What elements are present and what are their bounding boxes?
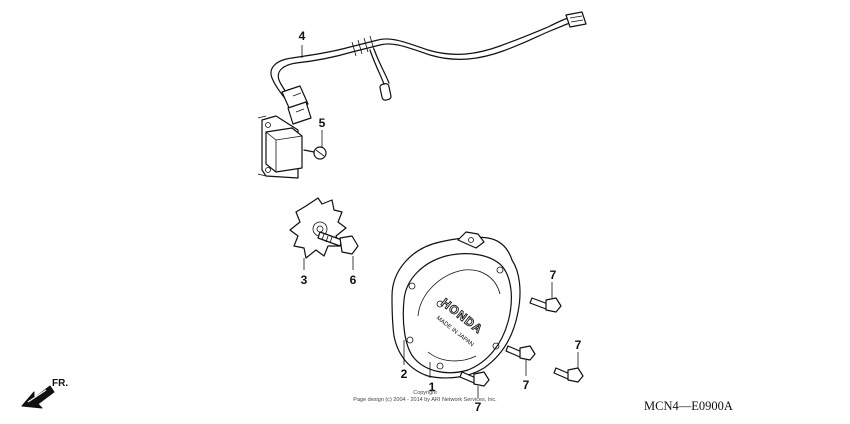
bolt-part-7-right[interactable] — [553, 367, 584, 383]
pulser-plate-part-3[interactable] — [289, 197, 347, 259]
copyright-line-1: Copyright — [413, 390, 437, 396]
callout-7-right[interactable]: 7 — [575, 338, 582, 352]
regulator-module[interactable] — [257, 115, 303, 179]
bolt-part-7-middle[interactable] — [505, 345, 536, 361]
callout-7-middle[interactable]: 7 — [523, 378, 530, 392]
callout-7-upper[interactable]: 7 — [550, 268, 557, 282]
callout-5[interactable]: 5 — [319, 116, 326, 130]
callout-7-lower[interactable]: 7 — [475, 400, 482, 414]
bolt-part-5[interactable] — [303, 146, 327, 160]
bolt-part-7-upper[interactable] — [529, 297, 562, 313]
callout-4[interactable]: 4 — [299, 29, 306, 43]
diagram-code: MCN4—E0900A — [644, 399, 733, 413]
copyright-line-2: Page design (c) 2004 - 2014 by ARI Netwo… — [353, 397, 497, 403]
bolt-part-7-lower[interactable] — [459, 371, 490, 387]
front-arrow-icon — [21, 385, 55, 409]
bolt-part-6[interactable] — [317, 231, 359, 255]
crankcase-cover[interactable]: HONDA MADE IN JAPAN — [391, 231, 521, 379]
callout-6[interactable]: 6 — [350, 273, 357, 287]
callout-1[interactable]: 1 — [429, 380, 436, 394]
leader-lines — [301, 45, 579, 398]
callout-3[interactable]: 3 — [301, 273, 308, 287]
front-label: FR. — [52, 378, 68, 389]
callout-2[interactable]: 2 — [401, 367, 408, 381]
wire-harness[interactable] — [270, 11, 587, 125]
